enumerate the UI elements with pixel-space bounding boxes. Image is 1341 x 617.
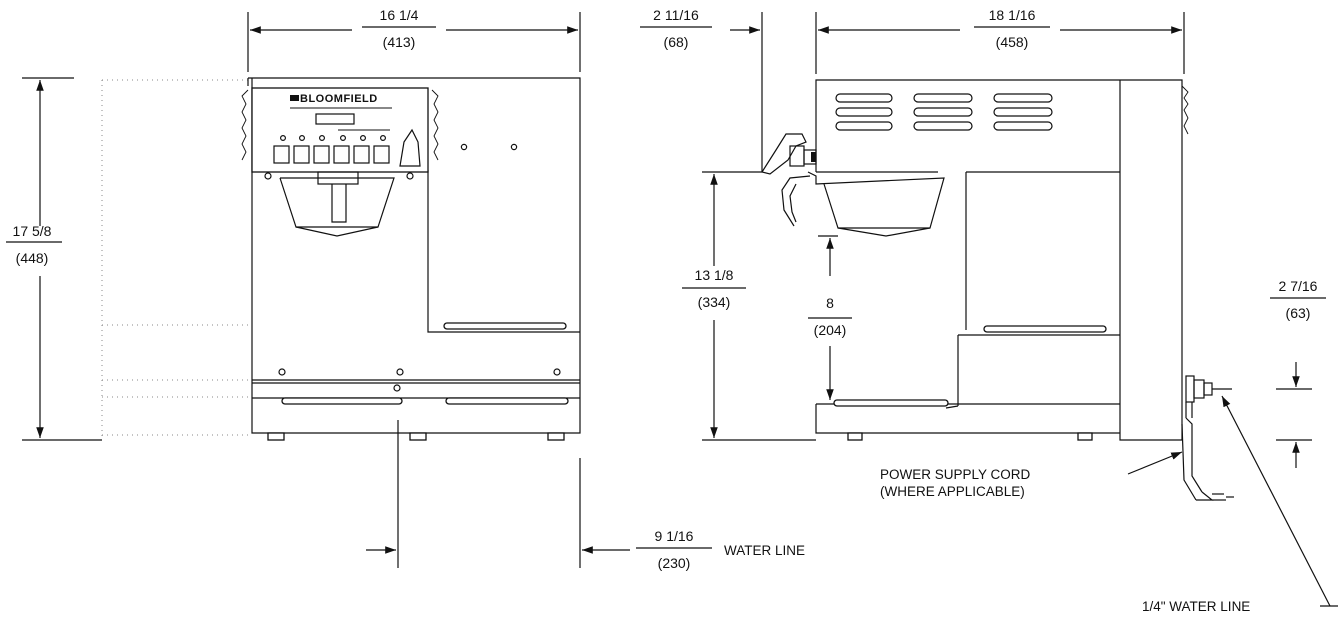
dim-brew-height: 13 1/8 (334) [682, 171, 816, 441]
side-view: 2 11/16 (68) 18 1/16 (458) 13 1/8 (334) [640, 7, 1338, 614]
side-depth-mm: (458) [996, 34, 1029, 50]
dim-front-height: 17 5/8 (448) [6, 77, 102, 441]
quarter-water-line-label: 1/4" WATER LINE [1142, 599, 1250, 614]
side-depth-frac: 18 1/16 [989, 7, 1036, 23]
side-funnel [781, 171, 945, 237]
power-cord-label-line2: (WHERE APPLICABLE) [880, 484, 1025, 499]
front-width-frac: 16 1/4 [380, 7, 419, 23]
dim-decanter-clearance: 8 (204) [808, 235, 852, 400]
side-notes: POWER SUPPLY CORD (WHERE APPLICABLE) 1/4… [880, 395, 1338, 614]
brew-height-frac: 13 1/8 [695, 267, 734, 283]
dim-front-width: 16 1/4 (413) [247, 7, 581, 72]
front-view: BLOOMFIELD [6, 7, 805, 571]
dim-water-inlet-height: 2 7/16 (63) [1270, 278, 1326, 468]
water-line-label: WATER LINE [724, 543, 805, 558]
side-body [815, 79, 1189, 441]
front-view-hatching [101, 79, 248, 440]
side-spout [761, 133, 817, 175]
decanter-clearance-frac: 8 [826, 295, 834, 311]
brand-logo: BLOOMFIELD [300, 93, 378, 105]
power-cord-label-line1: POWER SUPPLY CORD [880, 467, 1031, 482]
side-vents [835, 93, 1053, 131]
dim-side-depth: 18 1/16 (458) [815, 7, 1185, 74]
control-panel: BLOOMFIELD [241, 87, 439, 180]
front-height-frac: 17 5/8 [13, 223, 52, 239]
dim-water-line: 9 1/16 (230) WATER LINE [366, 420, 805, 571]
dim-spout-offset: 2 11/16 (68) [640, 7, 763, 172]
water-line-frac: 9 1/16 [655, 528, 694, 544]
front-width-mm: (413) [383, 34, 416, 50]
decanter-clearance-mm: (204) [814, 322, 847, 338]
control-buttons [273, 135, 390, 164]
water-inlet-frac: 2 7/16 [1279, 278, 1318, 294]
water-inlet-mm: (63) [1286, 305, 1311, 321]
spout-offset-frac: 2 11/16 [653, 7, 699, 23]
water-inlet-fitting [1181, 375, 1234, 501]
brew-funnel [279, 171, 395, 237]
spout-offset-mm: (68) [664, 34, 689, 50]
brew-height-mm: (334) [698, 294, 731, 310]
water-line-mm: (230) [658, 555, 691, 571]
front-height-mm: (448) [16, 250, 49, 266]
front-body [247, 77, 581, 441]
